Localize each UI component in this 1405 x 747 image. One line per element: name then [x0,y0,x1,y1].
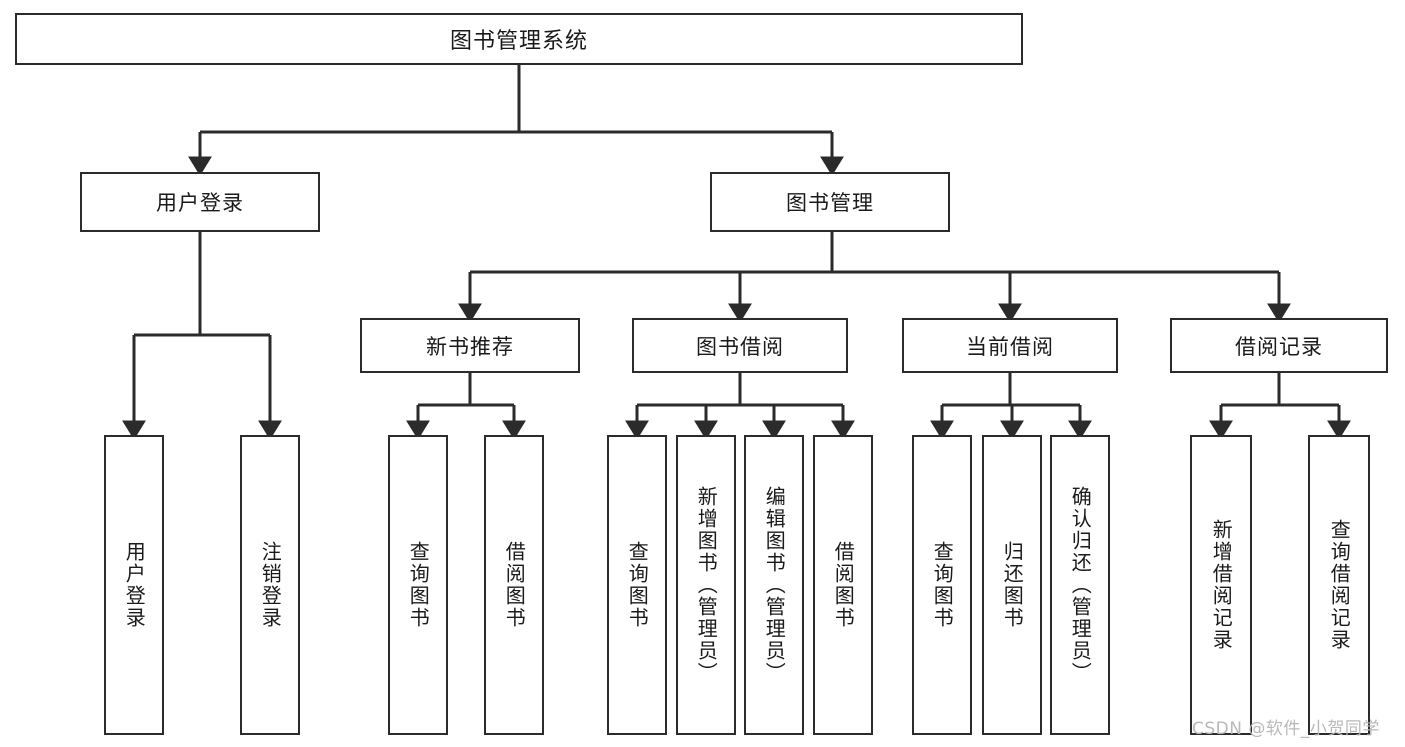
leaf-label: 用户登录 [122,541,147,629]
leaf-node[interactable]: 查询借阅记录 [1308,435,1370,735]
node-user-login[interactable]: 用户登录 [80,172,320,232]
leaf-node[interactable]: 查询图书 [912,435,972,735]
leaf-label: 借阅图书 [502,541,527,629]
leaf-node[interactable]: 借阅图书 [484,435,544,735]
node-book-management[interactable]: 图书管理 [710,172,950,232]
leaf-label: 查询图书 [406,541,431,629]
leaf-node[interactable]: 新增借阅记录 [1190,435,1252,735]
node-book-borrow[interactable]: 图书借阅 [632,318,848,373]
leaf-label: 编辑图书（管理员） [762,486,787,684]
node-root-system[interactable]: 图书管理系统 [15,13,1023,65]
leaf-node[interactable]: 确认归还（管理员） [1050,435,1110,735]
leaf-label: 注销登录 [258,541,283,629]
node-current-borrow[interactable]: 当前借阅 [902,318,1118,373]
leaf-node[interactable]: 查询图书 [607,435,667,735]
leaf-label: 确认归还（管理员） [1068,486,1093,684]
leaf-node[interactable]: 查询图书 [388,435,448,735]
leaf-label: 归还图书 [1000,541,1025,629]
leaf-node[interactable]: 新增图书（管理员） [676,435,736,735]
leaf-label: 查询图书 [930,541,955,629]
leaf-node[interactable]: 用户登录 [104,435,164,735]
node-new-book-recommend[interactable]: 新书推荐 [360,318,580,373]
leaf-label: 借阅图书 [831,541,856,629]
leaf-node[interactable]: 注销登录 [240,435,300,735]
leaf-label: 查询图书 [625,541,650,629]
leaf-node[interactable]: 编辑图书（管理员） [744,435,804,735]
node-borrow-record[interactable]: 借阅记录 [1170,318,1388,373]
leaf-label: 查询借阅记录 [1327,519,1352,651]
csdn-watermark: CSDN @软件_小贺同学 [1192,719,1380,739]
leaf-label: 新增图书（管理员） [694,486,719,684]
leaf-node[interactable]: 借阅图书 [813,435,873,735]
leaf-node[interactable]: 归还图书 [982,435,1042,735]
leaf-label: 新增借阅记录 [1209,519,1234,651]
